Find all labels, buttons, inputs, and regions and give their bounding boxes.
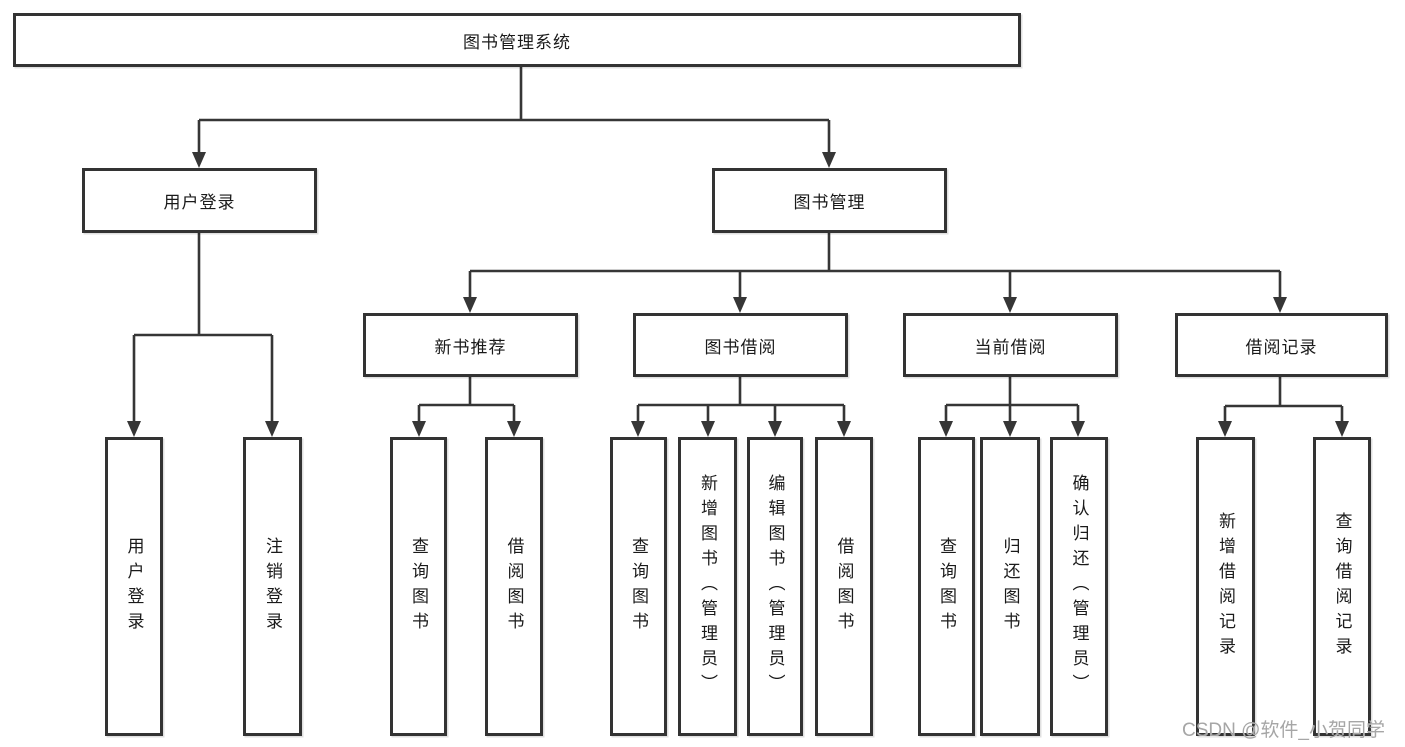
leaf-bor-add-books-admin: 新增图书（管理员）	[678, 437, 737, 736]
arrowhead	[265, 421, 279, 437]
node-book-borrow: 图书借阅	[633, 313, 848, 377]
arrowhead	[463, 297, 477, 313]
leaf-rec-borrow-books: 借阅图书	[485, 437, 543, 736]
arrowhead	[768, 421, 782, 437]
leaf-recd-query-record: 查询借阅记录	[1313, 437, 1371, 736]
arrowhead	[1003, 421, 1017, 437]
leaf-recd-add-record: 新增借阅记录	[1196, 437, 1255, 736]
leaf-cur-query-books: 查询图书	[918, 437, 975, 736]
arrowhead	[507, 421, 521, 437]
leaf-cur-return-books: 归还图书	[980, 437, 1040, 736]
arrowhead	[127, 421, 141, 437]
node-root-system: 图书管理系统	[13, 13, 1021, 67]
arrowhead	[837, 421, 851, 437]
arrowhead	[1003, 297, 1017, 313]
arrowhead	[1335, 421, 1349, 437]
arrowhead	[939, 421, 953, 437]
leaf-bor-borrow-books: 借阅图书	[815, 437, 873, 736]
node-current-borrow: 当前借阅	[903, 313, 1118, 377]
leaf-user-login: 用户登录	[105, 437, 163, 736]
node-borrow-records: 借阅记录	[1175, 313, 1388, 377]
node-book-management: 图书管理	[712, 168, 947, 233]
leaf-logout-login: 注销登录	[243, 437, 302, 736]
node-user-login: 用户登录	[82, 168, 317, 233]
arrowhead	[1071, 421, 1085, 437]
leaf-cur-confirm-return-admin: 确认归还（管理员）	[1050, 437, 1108, 736]
leaf-bor-query-books: 查询图书	[610, 437, 667, 736]
arrowhead	[192, 152, 206, 168]
arrowhead	[1218, 421, 1232, 437]
arrowhead	[822, 152, 836, 168]
arrowhead	[631, 421, 645, 437]
csdn-watermark: CSDN @软件_小贺同学	[1182, 720, 1385, 741]
node-new-book-recommend: 新书推荐	[363, 313, 578, 377]
arrowhead	[701, 421, 715, 437]
leaf-rec-query-books: 查询图书	[390, 437, 447, 736]
leaf-bor-edit-books-admin: 编辑图书（管理员）	[747, 437, 803, 736]
arrowhead	[412, 421, 426, 437]
arrowhead	[733, 297, 747, 313]
arrowhead	[1273, 297, 1287, 313]
